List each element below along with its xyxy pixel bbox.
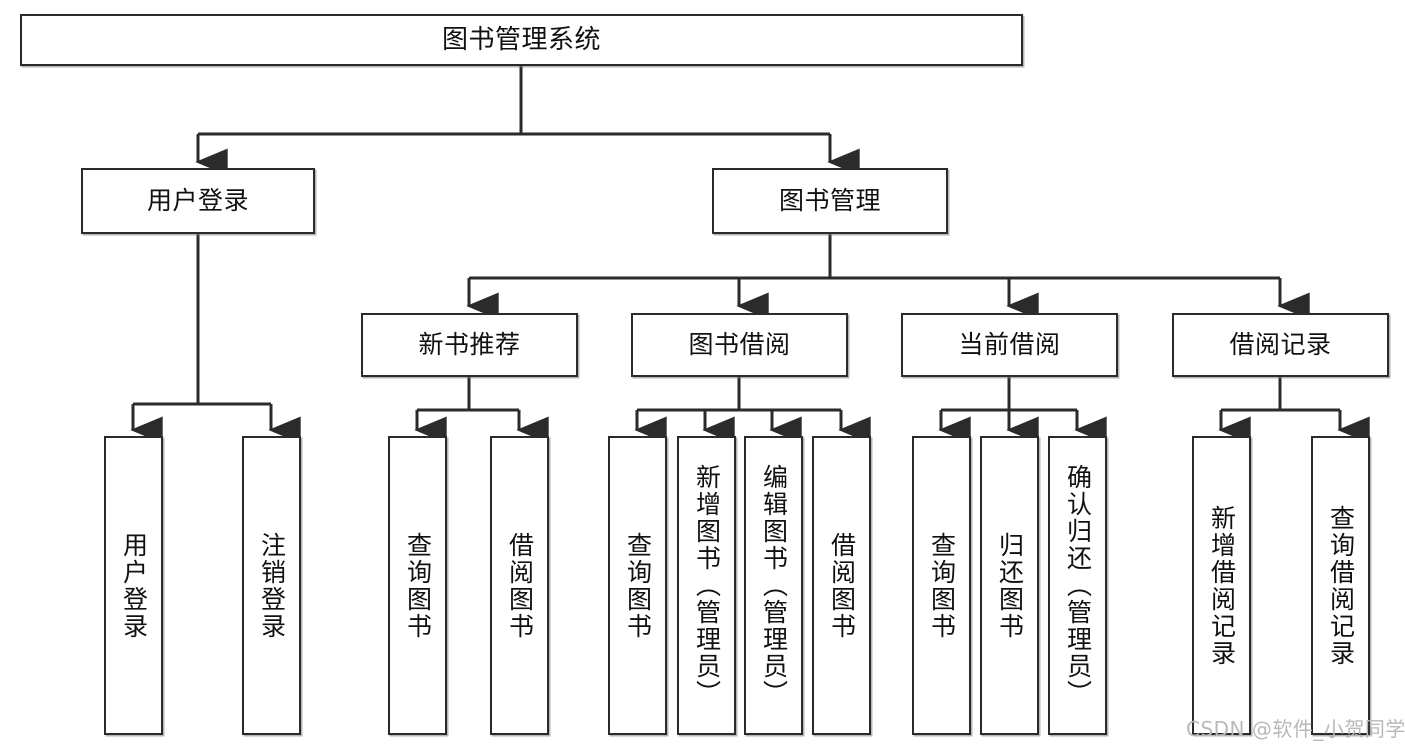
node-label: 当前借阅 [958,330,1061,360]
leaf-logout-login[interactable]: 注销登录 [242,436,301,735]
leaf-confirm-return-admin[interactable]: 确认归还（管理员） [1048,436,1107,735]
node-label: 借阅图书 [505,531,535,640]
node-borrow-record[interactable]: 借阅记录 [1172,313,1389,377]
leaf-user-login[interactable]: 用户登录 [104,436,163,735]
node-label: 图书管理 [778,186,881,216]
node-label: 借阅图书 [827,531,857,640]
node-label: 图书管理系统 [441,24,601,55]
node-book-borrow[interactable]: 图书借阅 [631,313,848,377]
node-label: 新增图书（管理员） [692,464,722,707]
leaf-edit-book-admin[interactable]: 编辑图书（管理员） [744,436,803,735]
leaf-return-book[interactable]: 归还图书 [980,436,1039,735]
leaf-add-borrow-record[interactable]: 新增借阅记录 [1192,436,1251,735]
node-label: 用户登录 [146,186,249,216]
leaf-query-book-recommend[interactable]: 查询图书 [388,436,447,735]
node-label: 借阅记录 [1229,330,1332,360]
node-label: 编辑图书（管理员） [759,464,789,707]
leaf-query-book-current[interactable]: 查询图书 [912,436,971,735]
node-label: 查询图书 [927,531,957,640]
node-root-book-management-system[interactable]: 图书管理系统 [20,14,1023,66]
node-label: 归还图书 [995,531,1025,640]
node-new-book-recommend[interactable]: 新书推荐 [361,313,578,377]
leaf-query-book-borrow[interactable]: 查询图书 [608,436,667,735]
leaf-borrow-book-recommend[interactable]: 借阅图书 [490,436,549,735]
node-user-login[interactable]: 用户登录 [81,168,315,234]
leaf-add-book-admin[interactable]: 新增图书（管理员） [677,436,736,735]
watermark-credit: CSDN @软件_小贺同学 [1186,717,1405,741]
node-book-manage[interactable]: 图书管理 [712,168,948,234]
node-label: 注销登录 [257,531,287,640]
leaf-query-borrow-record[interactable]: 查询借阅记录 [1311,436,1370,735]
leaf-borrow-book[interactable]: 借阅图书 [812,436,871,735]
node-label: 用户登录 [119,531,149,640]
node-label: 确认归还（管理员） [1063,464,1093,707]
node-label: 新书推荐 [418,330,521,360]
node-label: 查询图书 [403,531,433,640]
node-label: 图书借阅 [688,330,791,360]
node-label: 查询借阅记录 [1326,504,1356,667]
node-current-borrow[interactable]: 当前借阅 [901,313,1118,377]
node-label: 新增借阅记录 [1207,504,1237,667]
node-label: 查询图书 [623,531,653,640]
